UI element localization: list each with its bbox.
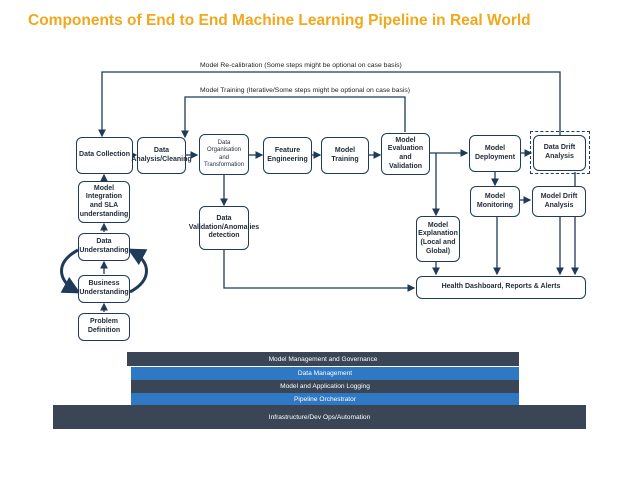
node-model-integration: Model Integration and SLA understanding — [78, 181, 130, 223]
node-model-monitoring: Model Monitoring — [470, 186, 520, 217]
recalibration-loop-line — [98, 71, 561, 138]
training-loop-line — [181, 96, 406, 139]
page-title: Components of End to End Machine Learnin… — [28, 12, 531, 29]
node-data-organisation: Data Organisation and Transformation — [199, 134, 249, 175]
left-cycle-arrow — [60, 248, 81, 294]
node-feature-engineering: Feature Engineering — [263, 137, 312, 174]
node-data-analysis: Data Analysis/Cleaning — [131, 137, 192, 174]
node-model-evaluation: Model Evaluation and Validation — [381, 133, 430, 175]
node-data-validation: Data Validation/Anomalies detection — [189, 206, 259, 250]
layer-data-management: Data Management — [131, 367, 519, 380]
layer-infrastructure: Infrastructure/Dev Ops/Automation — [53, 405, 586, 429]
layer-logging: Model and Application Logging — [131, 380, 519, 393]
node-health-dashboard: Health Dashboard, Reports & Alerts — [416, 276, 586, 299]
data-drift-dashed-frame — [530, 131, 590, 174]
node-model-drift: Model Drift Analysis — [532, 186, 586, 217]
node-model-training: Model Training — [321, 137, 369, 174]
node-model-deployment: Model Deployment — [469, 135, 521, 172]
node-business-understanding: Business Understanding — [78, 275, 130, 303]
recalibration-label: Model Re-calibration (Some steps might b… — [200, 62, 402, 69]
node-data-collection: Data Collection — [76, 137, 133, 174]
node-model-explanation: Model Explanation (Local and Global) — [416, 216, 460, 262]
node-data-understanding: Data Understanding — [78, 233, 130, 261]
node-data-drift: Data Drift Analysis — [533, 135, 586, 171]
right-cycle-arrow — [127, 248, 148, 294]
node-problem-definition: Problem Definition — [78, 313, 130, 341]
training-loop-label: Model Training (Iterative/Some steps mig… — [200, 87, 411, 94]
layer-model-management: Model Management and Governance — [127, 352, 519, 366]
layer-pipeline-orchestrator: Pipeline Orchestrator — [131, 393, 519, 405]
